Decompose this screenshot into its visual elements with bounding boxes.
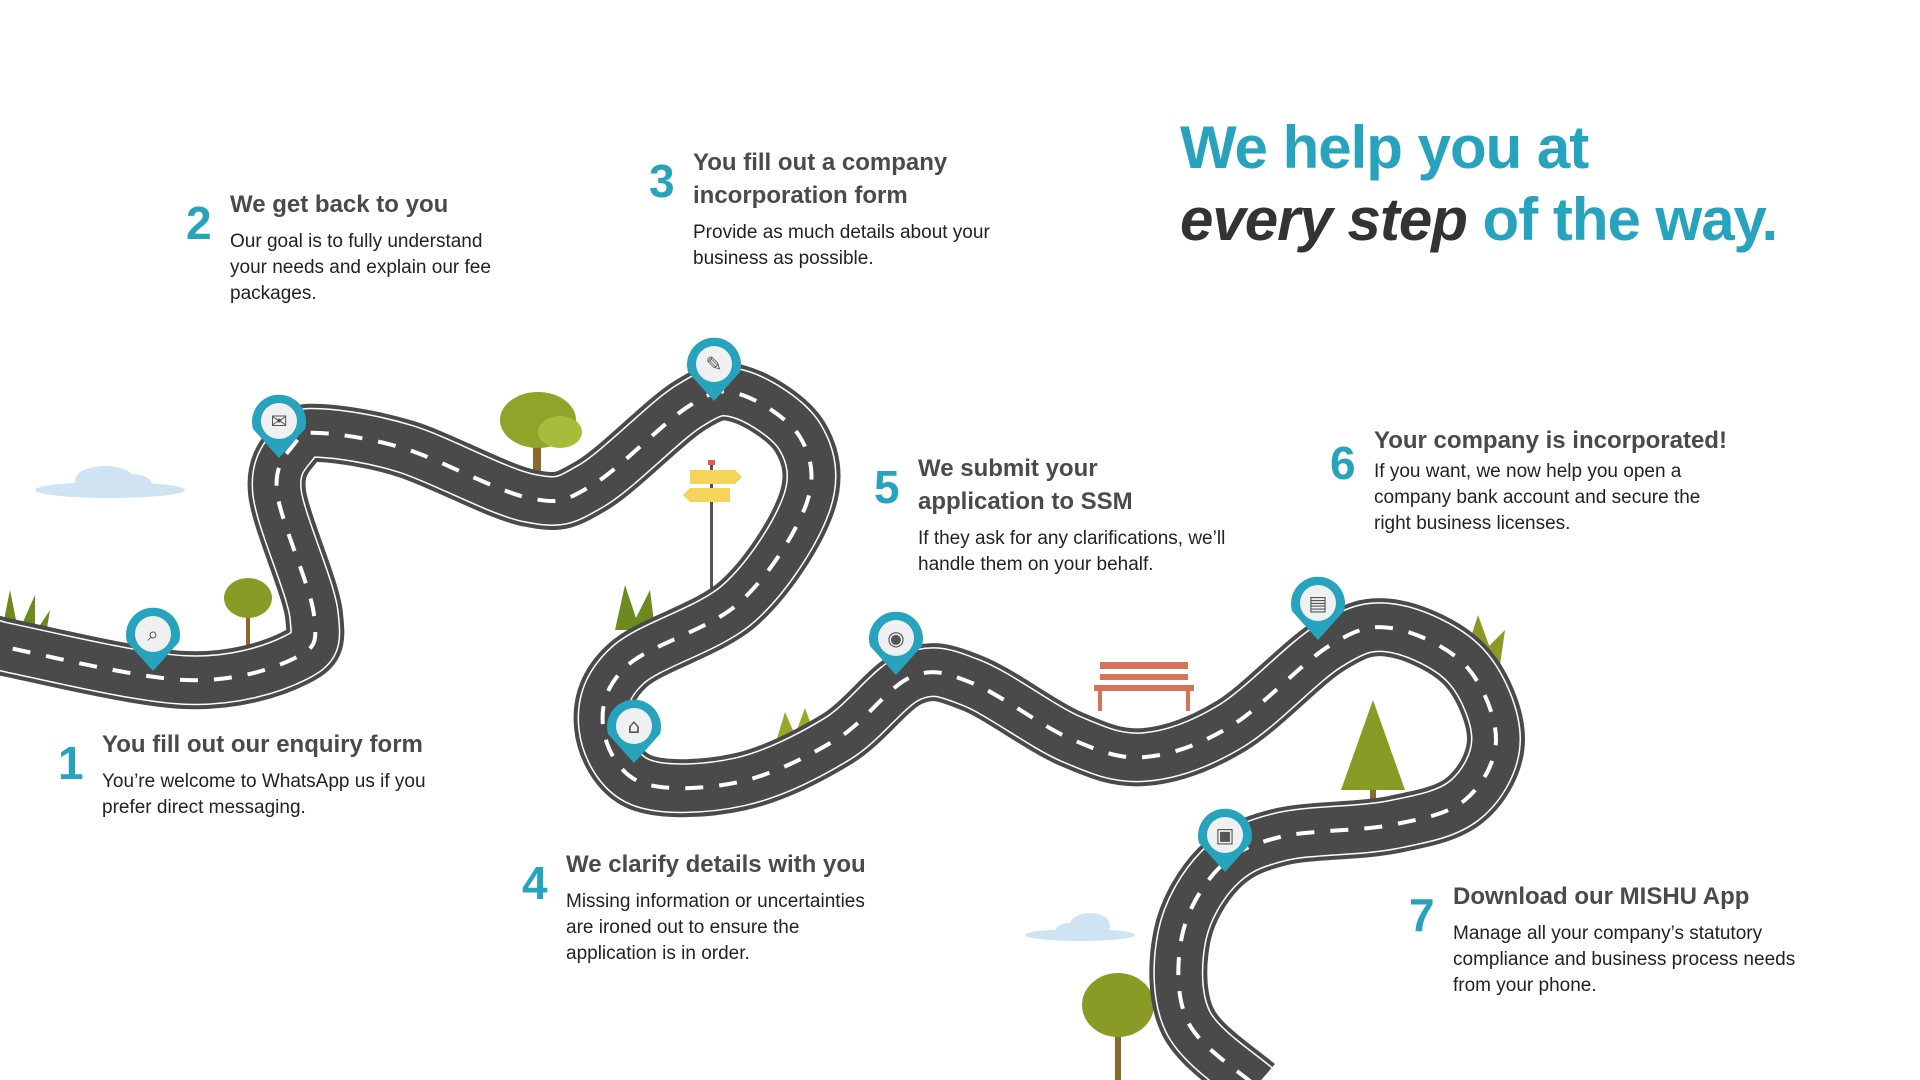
- step-number: 5: [874, 461, 900, 513]
- tree-icon: [1082, 973, 1154, 1080]
- step-number: 6: [1330, 437, 1356, 489]
- pine-tree-icon: [1341, 700, 1405, 820]
- step-title: Download our MISHU App: [1453, 883, 1750, 910]
- certificate-icon: ▤: [1309, 591, 1328, 615]
- step-title: You fill out our enquiry form: [102, 731, 423, 758]
- step-2: 2 We get back to you Our goal is to full…: [186, 188, 530, 307]
- step-number: 1: [58, 737, 84, 789]
- app-icon: ▣: [1216, 823, 1235, 847]
- form-edit-icon: ✎: [706, 352, 723, 376]
- road-lane-markings: [0, 389, 1499, 1080]
- road: [0, 362, 1526, 1080]
- step-title: You fill out a company incorporation for…: [693, 149, 948, 209]
- step-description: Missing information or uncertainties are…: [566, 891, 865, 964]
- signpost-icon: [683, 460, 742, 645]
- step-5: 5 We submit your application to SSM If t…: [874, 452, 1248, 578]
- step-description: If you want, we now help you open a comp…: [1374, 461, 1701, 534]
- step-title: We submit your application to SSM: [918, 455, 1133, 515]
- step-number: 3: [649, 155, 675, 207]
- palm-plant-icon: [615, 585, 655, 630]
- map-pin-step-3: ✎: [687, 337, 741, 401]
- enquiry-form-icon: ⌕: [147, 622, 158, 646]
- palm-plant-icon: [1470, 615, 1505, 665]
- step-3: 3 You fill out a company incorporation f…: [649, 146, 993, 272]
- step-description: You’re welcome to WhatsApp us if you pre…: [102, 771, 426, 818]
- map-pin-step-5: ◉: [869, 611, 924, 675]
- step-pins: ⌕ ✉ ✎ ⌂ ◉ ▤ ▣: [126, 337, 1345, 872]
- step-description: If they ask for any clarifications, we’l…: [918, 528, 1226, 575]
- institution-icon: ⌂: [628, 714, 641, 738]
- tree-icon: [224, 578, 272, 662]
- map-pin-step-6: ▤: [1291, 576, 1345, 640]
- step-6: 6 Your company is incorporated! If you w…: [1330, 424, 1794, 537]
- cloud-icon: [35, 466, 185, 498]
- map-pin-step-7: ▣: [1198, 808, 1252, 872]
- step-1: 1 You fill out our enquiry form You’re w…: [58, 728, 502, 821]
- step-title: We clarify details with you: [566, 851, 866, 878]
- headline-line1: We help you at: [1180, 114, 1589, 181]
- step-number: 4: [522, 857, 548, 909]
- map-pin-step-1: ⌕: [126, 607, 181, 671]
- step-4: 4 We clarify details with you Missing in…: [522, 848, 966, 967]
- headline-emphasis: every step: [1180, 186, 1468, 253]
- step-number: 7: [1409, 889, 1435, 941]
- bench-icon: [1094, 662, 1194, 711]
- map-pin-step-4: ⌂: [607, 699, 661, 763]
- step-description: Manage all your company’s statutory comp…: [1453, 923, 1796, 996]
- step-description: Our goal is to fully understand your nee…: [230, 231, 491, 304]
- cloud-icon: [1025, 913, 1135, 941]
- tree-icon: [500, 392, 582, 475]
- headline: We help you at every step of the way.: [1180, 112, 1779, 256]
- step-number: 2: [186, 197, 212, 249]
- contact-icon: ✉: [271, 409, 288, 433]
- user-icon: ◉: [887, 626, 904, 650]
- map-pin-step-2: ✉: [252, 394, 307, 458]
- step-title: We get back to you: [230, 191, 449, 218]
- step-description: Provide as much details about your busin…: [693, 222, 990, 269]
- step-7: 7 Download our MISHU App Manage all your…: [1409, 880, 1853, 999]
- step-title: Your company is incorporated!: [1374, 427, 1727, 454]
- headline-rest: of the way.: [1482, 186, 1779, 253]
